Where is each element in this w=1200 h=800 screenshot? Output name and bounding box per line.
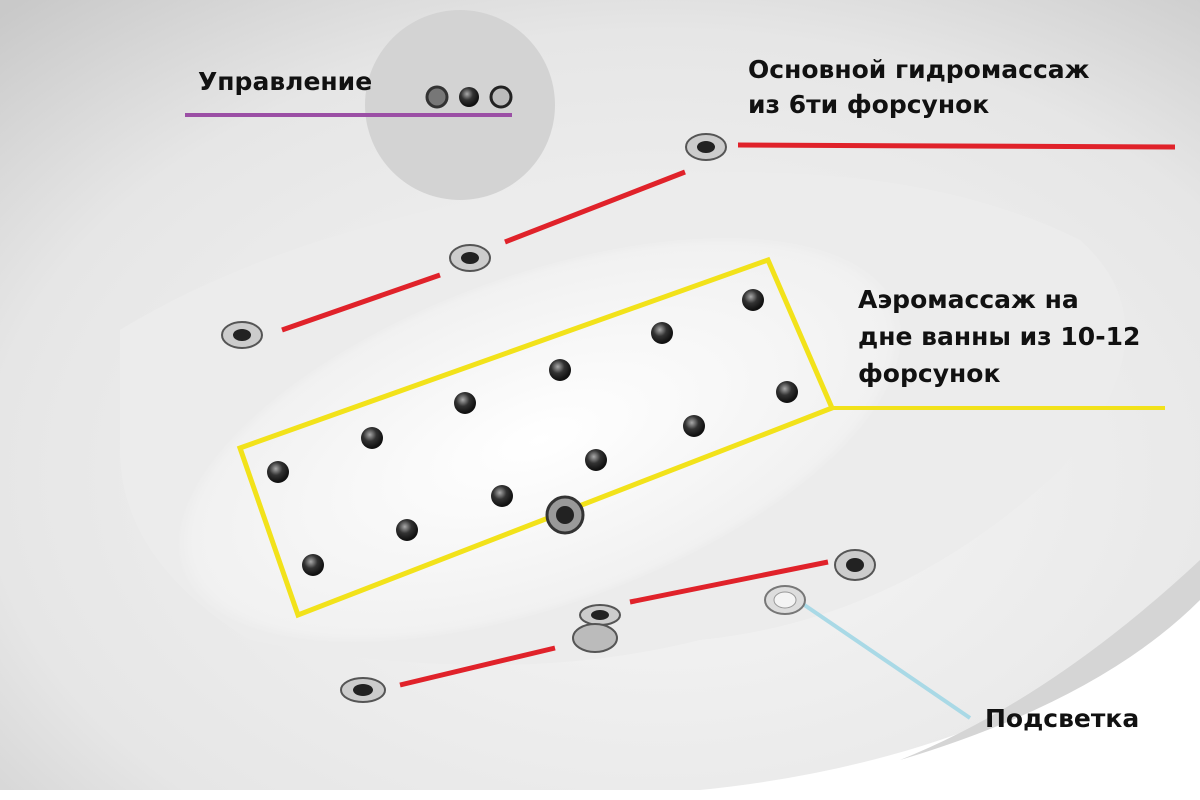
- aero-jet-icon: [651, 322, 673, 344]
- aero-label-line3: форсунок: [858, 359, 1000, 388]
- tub-basin: [178, 237, 902, 643]
- aero-jet-icon: [454, 392, 476, 414]
- hydro-label-line1: Основной гидромассаж: [748, 55, 1090, 84]
- aero-label-line2: дне ванны из 10-12: [858, 322, 1140, 351]
- hydro-jets: [221, 133, 876, 703]
- aero-jet-icon: [361, 427, 383, 449]
- hydro-lines: [281, 142, 1176, 688]
- hydro-jet-icon: [340, 677, 386, 703]
- control-button-icon: [489, 85, 513, 109]
- aero-jet-icon: [549, 359, 571, 381]
- hydro-jet-icon: [579, 604, 621, 626]
- drain-icon: [545, 495, 585, 535]
- aero-jet-icon: [491, 485, 513, 507]
- aero-jet-icon: [776, 381, 798, 403]
- headrest-recess: [365, 10, 555, 200]
- aero-jet-icon: [302, 554, 324, 576]
- hydro-jet-icon: [834, 549, 876, 581]
- hydro-label-line2: из 6ти форсунок: [748, 90, 989, 119]
- aero-jet-icon: [267, 461, 289, 483]
- aero-jet-icon: [396, 519, 418, 541]
- hydro-jet-icon: [449, 244, 491, 272]
- control-button-icon: [459, 87, 479, 107]
- aero-jet-icon: [585, 449, 607, 471]
- hydro-jet-icon: [685, 133, 727, 161]
- aero-label-line1: Аэромассаж на: [858, 285, 1079, 314]
- hydro-jet-icon: [221, 321, 263, 349]
- light-icon: [764, 585, 806, 615]
- aero-jets: [267, 289, 798, 576]
- overflow-valve-icon: [572, 623, 618, 653]
- aero-jet-icon: [683, 415, 705, 437]
- control-button-icon: [425, 85, 449, 109]
- lighting-label: Подсветка: [985, 704, 1139, 733]
- aero-jet-icon: [742, 289, 764, 311]
- control-buttons: [425, 85, 513, 109]
- control-label: Управление: [198, 67, 372, 96]
- lighting-line: [798, 600, 972, 720]
